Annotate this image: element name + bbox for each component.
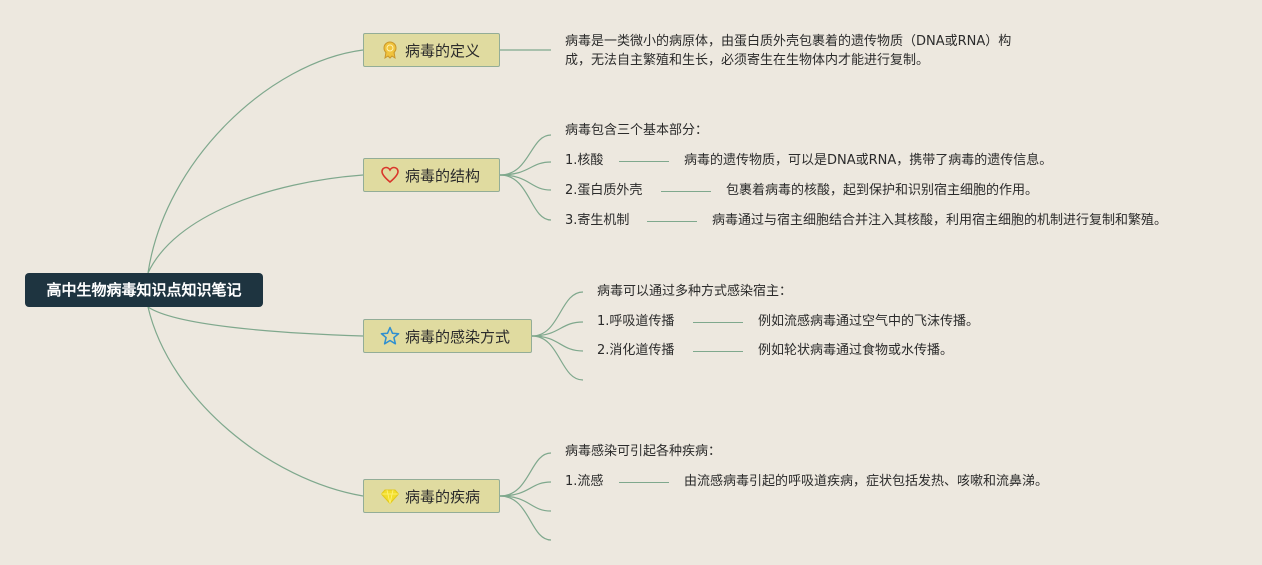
topic-definition[interactable]: 病毒的定义 [363,33,500,67]
definition-line-1: 病毒是一类微小的病原体，由蛋白质外壳包裹着的遗传物质（DNA或RNA）构 [565,34,1012,49]
disease-item-label: 1.流感 [565,474,604,489]
connector-dash [693,322,743,323]
root-node[interactable]: 高中生物病毒知识点知识笔记 [25,273,263,307]
definition-line-2: 成，无法自主繁殖和生长，必须寄生在生物体内才能进行复制。 [565,53,930,68]
diamond-icon [380,486,400,506]
connector-dash [647,221,697,222]
star-icon [380,326,400,346]
topic-label: 病毒的定义 [405,41,481,60]
structure-item-label: 3.寄生机制 [565,213,630,228]
structure-item-desc: 包裹着病毒的核酸，起到保护和识别宿主细胞的作用。 [726,183,1039,198]
infection-item-desc: 例如轮状病毒通过食物或水传播。 [758,343,954,358]
connector-dash [619,482,669,483]
infection-item-desc: 例如流感病毒通过空气中的飞沫传播。 [758,314,980,329]
topic-infection[interactable]: 病毒的感染方式 [363,319,532,353]
connector-dash [693,351,743,352]
topic-structure[interactable]: 病毒的结构 [363,158,500,192]
infection-item-label: 1.呼吸道传播 [597,314,675,329]
heart-icon [380,165,400,185]
topic-label: 病毒的疾病 [405,487,481,506]
topic-disease[interactable]: 病毒的疾病 [363,479,500,513]
connector-dash [619,161,669,162]
structure-item-desc: 病毒通过与宿主细胞结合并注入其核酸，利用宿主细胞的机制进行复制和繁殖。 [712,213,1168,228]
infection-item-label: 2.消化道传播 [597,343,675,358]
structure-item-label: 2.蛋白质外壳 [565,183,643,198]
connector-dash [661,191,711,192]
structure-intro: 病毒包含三个基本部分： [565,123,709,138]
structure-item-label: 1.核酸 [565,153,604,168]
structure-item-desc: 病毒的遗传物质，可以是DNA或RNA，携带了病毒的遗传信息。 [684,153,1053,168]
topic-label: 病毒的感染方式 [405,327,511,346]
disease-item-desc: 由流感病毒引起的呼吸道疾病，症状包括发热、咳嗽和流鼻涕。 [684,474,1049,489]
ribbon-award-icon [380,40,400,60]
infection-intro: 病毒可以通过多种方式感染宿主： [597,284,793,299]
topic-label: 病毒的结构 [405,166,481,185]
disease-intro: 病毒感染可引起各种疾病： [565,444,722,459]
